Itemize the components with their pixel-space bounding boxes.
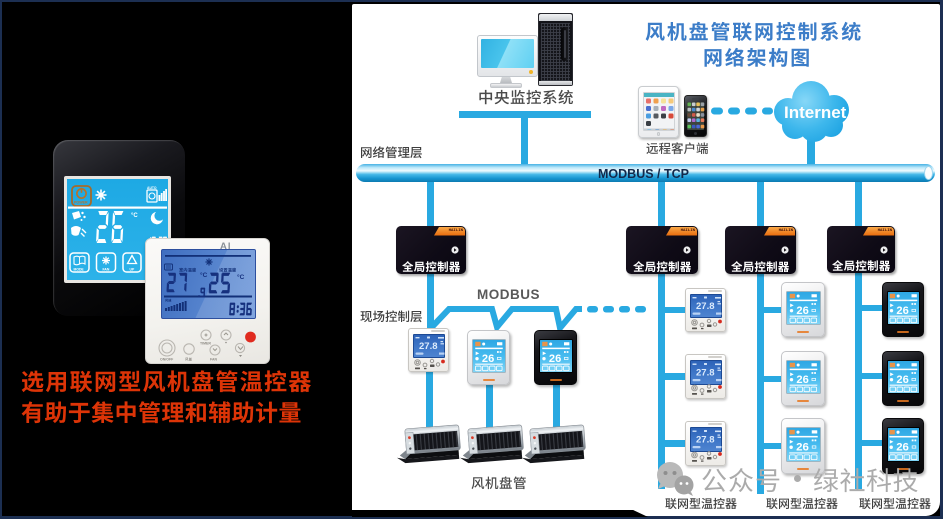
svg-text:27.8: 27.8 [696,367,715,378]
svg-text:UP: UP [130,268,135,272]
svg-text:26: 26 [549,353,561,365]
svg-text:MODE: MODE [74,268,85,272]
svg-text:27.8: 27.8 [696,301,715,312]
svg-text:27.8: 27.8 [696,434,715,445]
svg-text:26: 26 [896,441,909,453]
svg-text:27.8: 27.8 [419,341,438,352]
svg-text:°C: °C [131,213,138,219]
svg-text:26: 26 [796,305,808,317]
svg-text:ON/OFF: ON/OFF [160,358,174,362]
svg-text:POWER: POWER [74,201,88,205]
svg-text:26: 26 [896,374,908,386]
svg-text:26: 26 [896,305,908,317]
svg-text:TIMER: TIMER [200,342,211,346]
svg-text:26: 26 [796,374,808,386]
svg-text:26: 26 [482,353,494,365]
svg-text:AUTO: AUTO [147,186,157,190]
svg-text:FAN: FAN [210,358,217,362]
svg-text:FAN: FAN [103,268,110,272]
svg-text:26: 26 [796,441,809,453]
